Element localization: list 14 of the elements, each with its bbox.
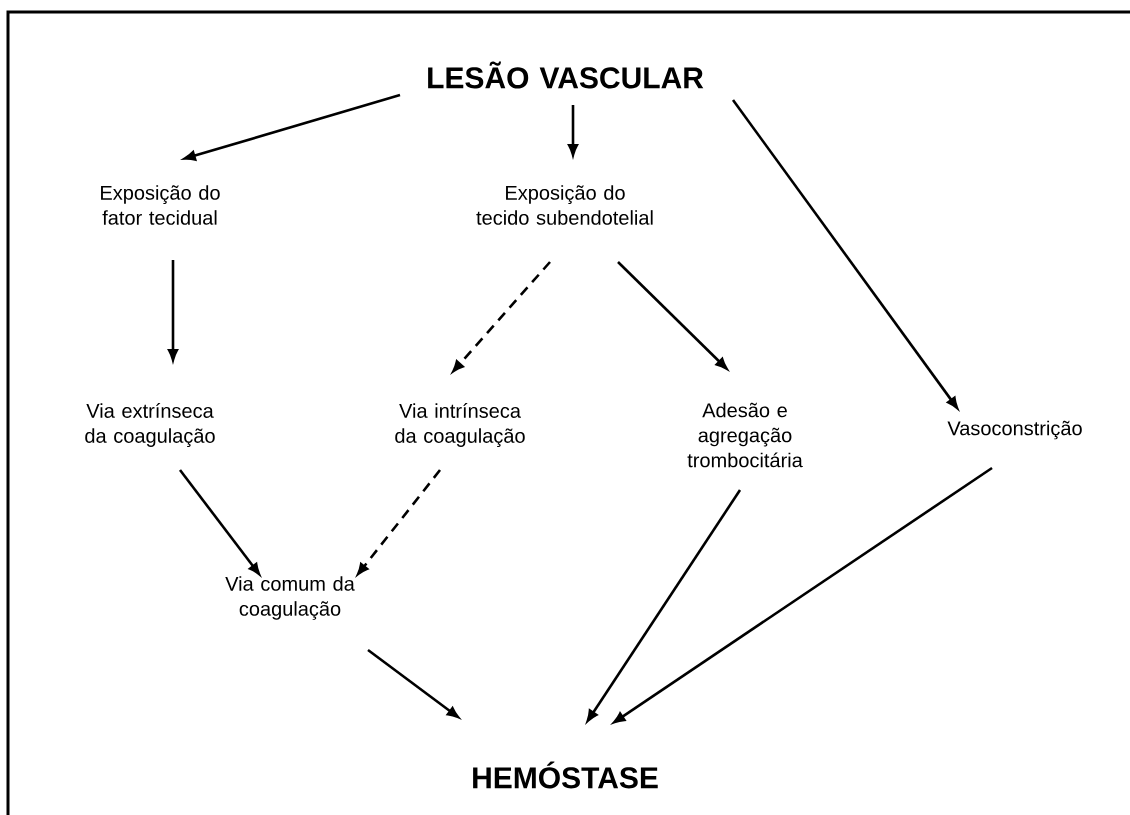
node-text: Adesão e agregação trombocitária: [687, 402, 803, 468]
node-text: Vasoconstrição: [947, 420, 1082, 440]
node-text: Exposição do tecido subendotelial: [476, 185, 653, 225]
heading-text: LESÃO VASCULAR: [428, 61, 704, 89]
heading-text: HEMÓSTASE: [473, 761, 658, 789]
node-text: Via intrínseca da coagulação: [395, 403, 525, 447]
arrow: [183, 93, 401, 161]
arrow: [452, 261, 551, 373]
arrow: [357, 469, 442, 576]
arrow: [178, 469, 261, 576]
node-text: Via comum da coagulação: [225, 576, 355, 620]
node-text: Via extrínseca da coagulação: [85, 403, 215, 447]
arrow: [617, 261, 728, 370]
node-text: Exposição do fator tecidual: [101, 185, 220, 225]
